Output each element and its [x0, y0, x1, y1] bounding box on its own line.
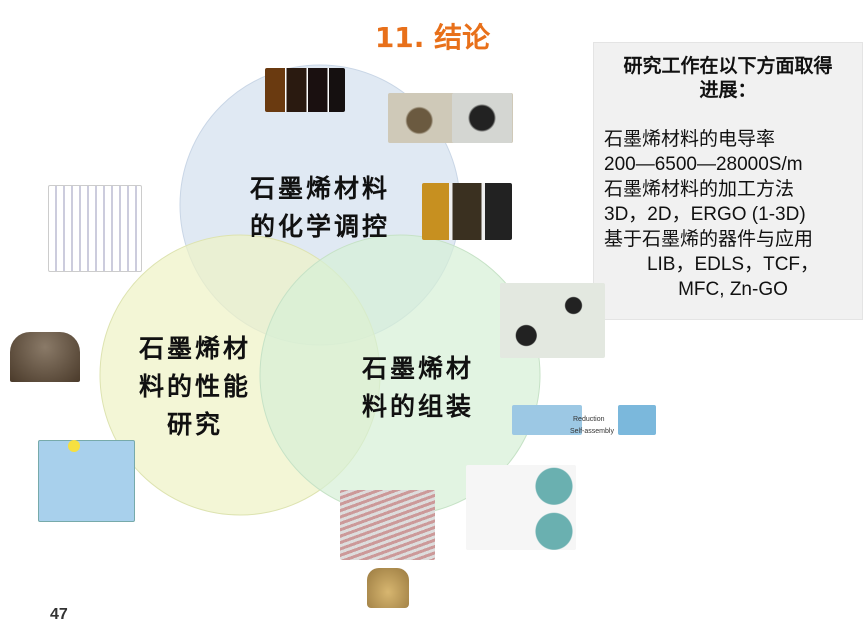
summary-heading-line: 研究工作在以下方面取得	[623, 56, 833, 77]
photo-jar	[367, 568, 409, 608]
photo-dark-powder	[452, 93, 512, 143]
reduction-label: Reduction	[573, 416, 605, 423]
diagram-battery	[38, 440, 135, 522]
venn-label-assembly: 石墨烯材 料的组装	[338, 350, 498, 426]
slide-title: 11. 结论	[374, 21, 491, 54]
venn-left-line: 石墨烯材	[138, 334, 251, 363]
venn-top-line: 的化学调控	[249, 212, 390, 241]
venn-label-chemical-control: 石墨烯材料 的化学调控	[205, 170, 435, 246]
summary-line: 石墨烯材料的加工方法	[604, 179, 795, 200]
summary-heading-line: 进展：	[699, 80, 757, 101]
diagram-molecular-structure	[340, 490, 435, 560]
diagram-freezing	[466, 465, 576, 550]
venn-label-performance: 石墨烯材 料的性能 研究	[115, 330, 275, 444]
diagram-self-assembly	[512, 405, 582, 435]
diagram-self-assembly-product	[618, 405, 656, 435]
lightbulb-icon	[68, 440, 80, 452]
summary-box: 研究工作在以下方面取得 进展： 石墨烯材料的电导率 200—6500—28000…	[593, 42, 863, 320]
photo-flasks	[500, 283, 605, 358]
diagram-cell	[48, 185, 142, 272]
summary-line: LIB，EDLS，TCF，	[646, 254, 820, 275]
photo-dispersion-vials	[422, 183, 512, 240]
summary-line: 基于石墨烯的器件与应用	[604, 229, 814, 250]
venn-top-line: 石墨烯材料	[249, 174, 390, 203]
summary-line: 200—6500—28000S/m	[604, 154, 803, 175]
self-assembly-label: Self-assembly	[570, 428, 614, 435]
summary-line: 石墨烯材料的电导率	[604, 129, 776, 150]
page-number: 47	[50, 606, 68, 623]
venn-right-line: 料的组装	[361, 392, 474, 421]
summary-line: 3D，2D，ERGO (1-3D)	[604, 204, 806, 225]
venn-left-line: 料的性能	[138, 372, 251, 401]
summary-line: MFC, Zn-GO	[678, 279, 788, 300]
venn-left-line: 研究	[166, 410, 223, 439]
photo-vials	[265, 68, 345, 112]
photo-film	[10, 332, 80, 382]
summary-heading: 研究工作在以下方面取得 进展：	[594, 55, 862, 103]
venn-right-line: 石墨烯材	[361, 354, 474, 383]
